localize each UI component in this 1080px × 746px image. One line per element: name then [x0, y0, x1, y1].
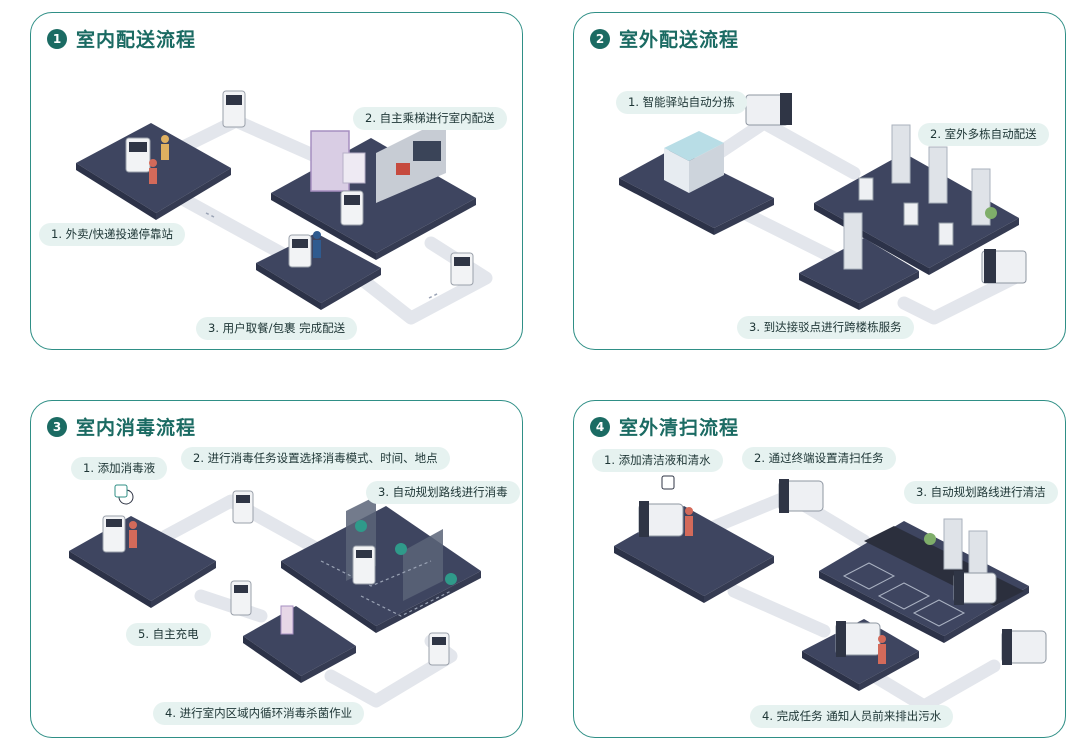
street-platform [819, 521, 1029, 636]
delivery-vehicle [745, 93, 792, 126]
courier-figure [149, 159, 157, 167]
step-label: 2. 进行消毒任务设置选择消毒模式、时间、地点 [181, 447, 450, 470]
panel-title: 室外清扫流程 [619, 417, 740, 439]
sweeper-vehicle [638, 501, 684, 537]
delivery-vehicle [981, 249, 1027, 284]
sweeper-vehicle [1001, 629, 1047, 665]
tree [985, 207, 997, 219]
refill-platform [69, 516, 216, 601]
disinfection-robot [428, 632, 450, 666]
staff-figure [685, 507, 693, 515]
building [891, 124, 911, 184]
transfer-platform [799, 238, 919, 303]
pickup-platform [256, 233, 381, 303]
sweeper-vehicle [953, 571, 997, 605]
step-label: 5. 自主充电 [126, 623, 211, 646]
step-label: 3. 到达接驳点进行跨楼栋服务 [737, 316, 914, 339]
panel-header: 3 室内消毒流程 [47, 413, 196, 440]
sweeper-vehicle [778, 479, 824, 513]
step-label: 4. 完成任务 通知人员前来排出污水 [750, 705, 954, 728]
building [943, 518, 963, 570]
step-label: 1. 智能驿站自动分拣 [616, 91, 747, 114]
delivery-robot [222, 90, 246, 128]
indoor-delivery-illustration [76, 90, 493, 325]
sweeper-vehicle [835, 621, 881, 657]
building [928, 146, 948, 204]
disinfection-robot [352, 545, 376, 585]
step-number-badge: 1 [47, 28, 67, 49]
panel-outdoor-delivery: 2 室外配送流程 1. 智能驿站自动分拣 2. 室外多栋自动配送 3. 到达接驳… [573, 12, 1066, 350]
indoor-disinfection-illustration [69, 484, 481, 708]
mist-marker [355, 520, 367, 532]
panel-outdoor-cleaning: 4 室外清扫流程 1. 添加清洁液和清水 2. 通过终端设置清扫任务 3. 自动… [573, 400, 1066, 738]
step-label: 2. 自主乘梯进行室内配送 [353, 107, 507, 130]
step-label: 4. 进行室内区域内循环消毒杀菌作业 [153, 702, 365, 725]
parking-spots [842, 562, 966, 627]
disinfection-robot [102, 515, 126, 553]
staff-figure [878, 635, 886, 643]
staff-figure [129, 521, 137, 529]
outdoor-cleaning-illustration [614, 475, 1047, 713]
smart-station-kiosk [664, 131, 724, 193]
step-number-badge: 2 [590, 28, 610, 49]
delivery-robot [858, 177, 874, 201]
step-label: 1. 添加消毒液 [71, 457, 168, 480]
delivery-robot [288, 234, 312, 268]
disinfection-robot [232, 490, 254, 524]
step-label: 1. 外卖/快递投递停靠站 [39, 223, 186, 246]
liquid-bottle-icon [661, 475, 675, 490]
step-number-badge: 3 [47, 416, 67, 437]
building [843, 212, 863, 270]
panel-title: 室内配送流程 [76, 29, 197, 51]
mist-marker [395, 543, 407, 555]
panel-header: 2 室外配送流程 [590, 25, 739, 52]
step-number-badge: 4 [590, 416, 610, 437]
courier-figure [161, 135, 169, 143]
user-figure [313, 231, 321, 239]
step-label: 3. 用户取餐/包裹 完成配送 [196, 317, 358, 340]
step-label: 1. 添加清洁液和清水 [592, 449, 723, 472]
delivery-robot [938, 222, 954, 246]
panel-title: 室内消毒流程 [76, 417, 197, 439]
step-label: 3. 自动规划路线进行清洁 [904, 481, 1058, 504]
outdoor-delivery-illustration [619, 93, 1027, 325]
disinfection-area-platform [281, 506, 481, 626]
step-label: 2. 通过终端设置清扫任务 [742, 447, 896, 470]
delivery-robot [125, 137, 151, 173]
charging-platform [243, 606, 356, 676]
tree [924, 533, 936, 545]
refill-platform [614, 506, 774, 596]
panel-header: 4 室外清扫流程 [590, 413, 739, 440]
office-wall [376, 118, 446, 203]
step-label: 3. 自动规划路线进行消毒 [366, 481, 520, 504]
delivery-robot [450, 252, 474, 286]
mist-marker [445, 573, 457, 585]
liquid-bottle-icon [114, 484, 128, 498]
panel-header: 1 室内配送流程 [47, 25, 196, 52]
panel-indoor-delivery: 1 室内配送流程 2. 自主乘梯进行室内配送 1. 外卖/快递投递停靠站 3. … [30, 12, 523, 350]
step-label: 2. 室外多栋自动配送 [918, 123, 1049, 146]
charging-pile [280, 605, 294, 635]
delivery-robot [340, 190, 364, 226]
partition-wall [403, 529, 443, 601]
delivery-robot [903, 202, 919, 226]
panel-indoor-disinfection: 3 室内消毒流程 1. 添加消毒液 2. 进行消毒任务设置选择消毒模式、时间、地… [30, 400, 523, 738]
panel-title: 室外配送流程 [619, 29, 740, 51]
disinfection-robot [230, 580, 252, 616]
